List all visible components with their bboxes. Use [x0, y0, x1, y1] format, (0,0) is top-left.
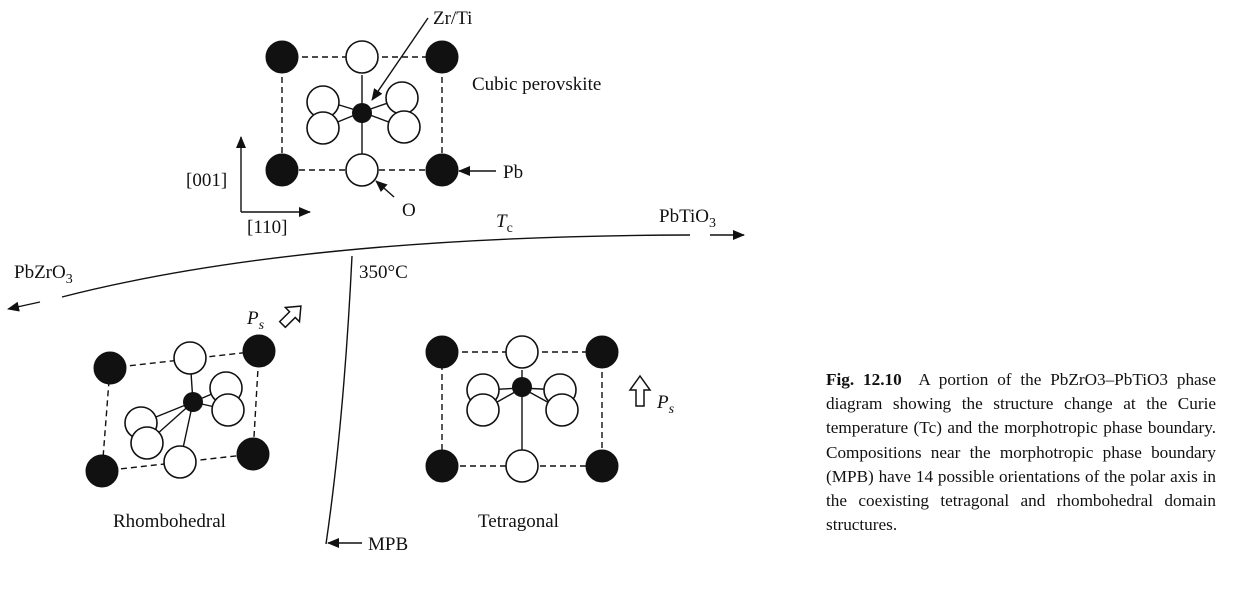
figure-caption: Fig. 12.10 A portion of the PbZrO3–PbTiO…: [826, 368, 1216, 537]
oxygen-atom: [345, 40, 379, 74]
curie-boundary-line: [61, 234, 691, 298]
tetragonal-cell: [425, 335, 619, 483]
pb-atom: [265, 40, 299, 74]
oxygen-atom: [545, 393, 579, 427]
figure-number: Fig. 12.10: [826, 370, 902, 389]
temperature-label: 350°C: [359, 262, 408, 283]
pb-atom: [425, 153, 459, 187]
mpb-label: MPB: [368, 534, 408, 555]
zr-ti-atom: [183, 392, 203, 412]
direction-001-label: [001]: [186, 170, 227, 191]
pbzro3-arrow: [7, 301, 41, 312]
tetragonal-label: Tetragonal: [478, 511, 559, 532]
o-pointer: [375, 180, 395, 198]
phase-diagram-figure: Zr/Ti Cubic perovskite Pb O [001] [110] …: [7, 8, 745, 555]
pb-label: Pb: [503, 162, 523, 183]
oxygen-atom: [505, 335, 539, 369]
pb-atom: [585, 449, 619, 483]
mpb-boundary-line: [325, 255, 353, 545]
polarization-arrow-icon: [278, 305, 302, 329]
rhombohedral-label: Rhombohedral: [113, 511, 226, 532]
oxygen-atom: [385, 81, 419, 115]
oxygen-atom: [345, 153, 379, 187]
caption-text: A portion of the PbZrO3–PbTiO3 phase dia…: [826, 370, 1216, 535]
rhombohedral-cell: [85, 334, 276, 488]
zr-ti-pointer: [371, 17, 429, 101]
cubic-label: Cubic perovskite: [472, 74, 601, 95]
oxygen-atom: [505, 449, 539, 483]
ps-label-tetragonal: Ps: [656, 392, 675, 417]
zr-ti-atom: [512, 377, 532, 397]
cubic-cell: [265, 40, 459, 187]
pb-atom: [585, 335, 619, 369]
ps-label-rhombohedral: Ps: [246, 308, 265, 333]
pb-atom: [85, 454, 119, 488]
oxygen-atom: [130, 426, 164, 460]
oxygen-atom: [466, 393, 500, 427]
tc-label: Tc: [496, 211, 513, 236]
pb-atom: [236, 437, 270, 471]
zr-ti-label: Zr/Ti: [433, 8, 472, 29]
oxygen-atom: [173, 341, 207, 375]
polarization-arrow-icon: [628, 374, 652, 407]
oxygen-atom: [306, 111, 340, 145]
oxygen-atom: [211, 393, 245, 427]
pbzro3-label: PbZrO3: [14, 262, 73, 287]
pb-atom: [425, 40, 459, 74]
pb-atom: [265, 153, 299, 187]
o-label: O: [402, 200, 416, 221]
oxygen-atom: [387, 110, 421, 144]
oxygen-atom: [163, 445, 197, 479]
pb-atom: [425, 335, 459, 369]
direction-110-label: [110]: [247, 217, 287, 238]
pb-atom: [425, 449, 459, 483]
pbtio3-label: PbTiO3: [659, 206, 716, 231]
pb-atom: [93, 351, 127, 385]
zr-ti-atom: [352, 103, 372, 123]
pb-atom: [242, 334, 276, 368]
